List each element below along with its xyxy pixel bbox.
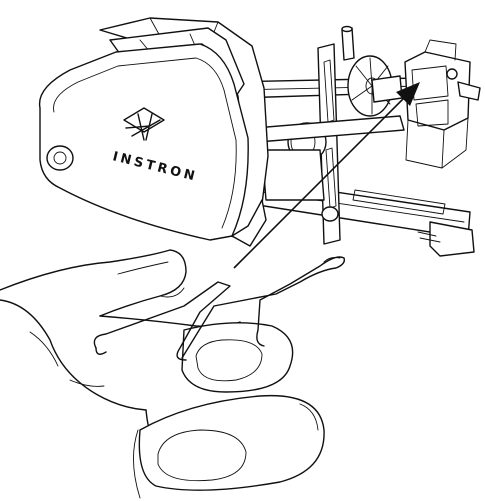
pulley-wheel — [347, 55, 403, 117]
hand-illustration — [0, 249, 325, 499]
top-knob — [341, 27, 355, 61]
instron-logo-mark — [123, 107, 165, 141]
instron-housing: INSTRON — [38, 17, 269, 247]
arrow-head-icon — [396, 82, 420, 106]
housing-bracket — [261, 149, 325, 201]
pivot-pin — [46, 145, 74, 171]
pointer-arrow — [233, 82, 420, 269]
wire-clip — [93, 256, 346, 361]
lower-clip — [429, 221, 475, 257]
finger-tip — [138, 394, 325, 491]
lower-knob — [321, 206, 339, 222]
thumb-tip — [181, 322, 294, 393]
finger-nail — [157, 429, 247, 482]
thumb-nail — [195, 339, 263, 382]
right-jaw — [404, 39, 481, 169]
